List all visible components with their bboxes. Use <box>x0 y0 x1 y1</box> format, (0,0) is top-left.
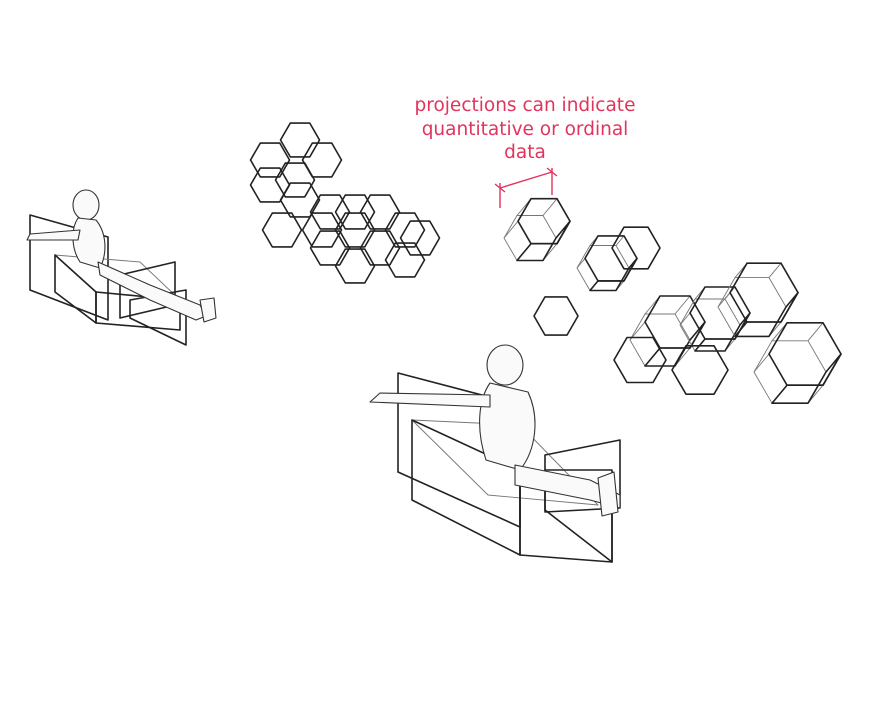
extruded-hexagon-icon <box>729 262 799 323</box>
extrusion-edge <box>679 312 691 326</box>
flat-hexagon-icon <box>613 336 667 384</box>
viewer-right <box>369 344 621 563</box>
projection-annotation: projections can indicate quantitative or… <box>405 94 645 165</box>
flat-hexagon-icon <box>279 122 321 158</box>
extrusion-edge <box>503 220 519 239</box>
flat-hexagon-icon <box>359 194 401 230</box>
viewer-left <box>26 189 217 346</box>
flat-hexagon-icon <box>301 142 343 178</box>
flat-hexagon-icon <box>533 296 579 336</box>
extrusion-edge <box>542 198 558 216</box>
extrusion-side <box>589 257 638 292</box>
extrusion-edge <box>576 258 586 269</box>
extrusion-side <box>694 312 751 352</box>
extrusion-edge <box>615 235 625 246</box>
dimension-marker-icon <box>494 167 558 208</box>
flat-hexagon-icon <box>309 230 351 266</box>
flat-hexagon-cluster <box>249 122 441 284</box>
flat-hexagon-icon <box>301 212 343 248</box>
flat-hexagon-icon <box>334 248 376 284</box>
annotation-line-3: data <box>504 142 546 163</box>
flat-hexagon-icon <box>334 212 376 248</box>
extrusion-edge <box>753 353 770 373</box>
extrusion-edge <box>674 295 691 315</box>
extrusion-edge <box>768 262 782 278</box>
extrusion-side <box>516 220 571 262</box>
flat-hexagon-icon <box>334 194 376 230</box>
extrusion-side <box>644 321 706 367</box>
seated-person-icon <box>26 189 217 323</box>
flat-hexagon-icon <box>274 162 316 198</box>
flat-hexagon-icon <box>384 212 426 248</box>
flat-hexagon-icon <box>279 182 321 218</box>
extruded-hexagon-cluster <box>503 197 842 405</box>
annotation-line-1: projections can indicate <box>414 95 636 116</box>
extrusion-edge <box>717 292 731 308</box>
flat-hexagon-icon <box>671 344 729 396</box>
flat-hexagon-icon <box>399 220 441 256</box>
extrusion-edge <box>807 322 824 342</box>
seated-person-icon <box>369 344 621 517</box>
flat-hexagon-icon <box>249 142 291 178</box>
flat-hexagon-icon <box>359 230 401 266</box>
annotation-line-2: quantitative or ordinal <box>421 118 629 140</box>
extrusion-side <box>771 353 842 405</box>
flat-hexagon-icon <box>309 194 351 230</box>
flat-hexagon-icon <box>261 212 303 248</box>
flat-hexagon-icon <box>384 242 426 278</box>
flat-hexagon-icon <box>249 167 291 203</box>
extrusion-side <box>734 291 799 338</box>
flat-hexagon-icon <box>611 226 661 270</box>
